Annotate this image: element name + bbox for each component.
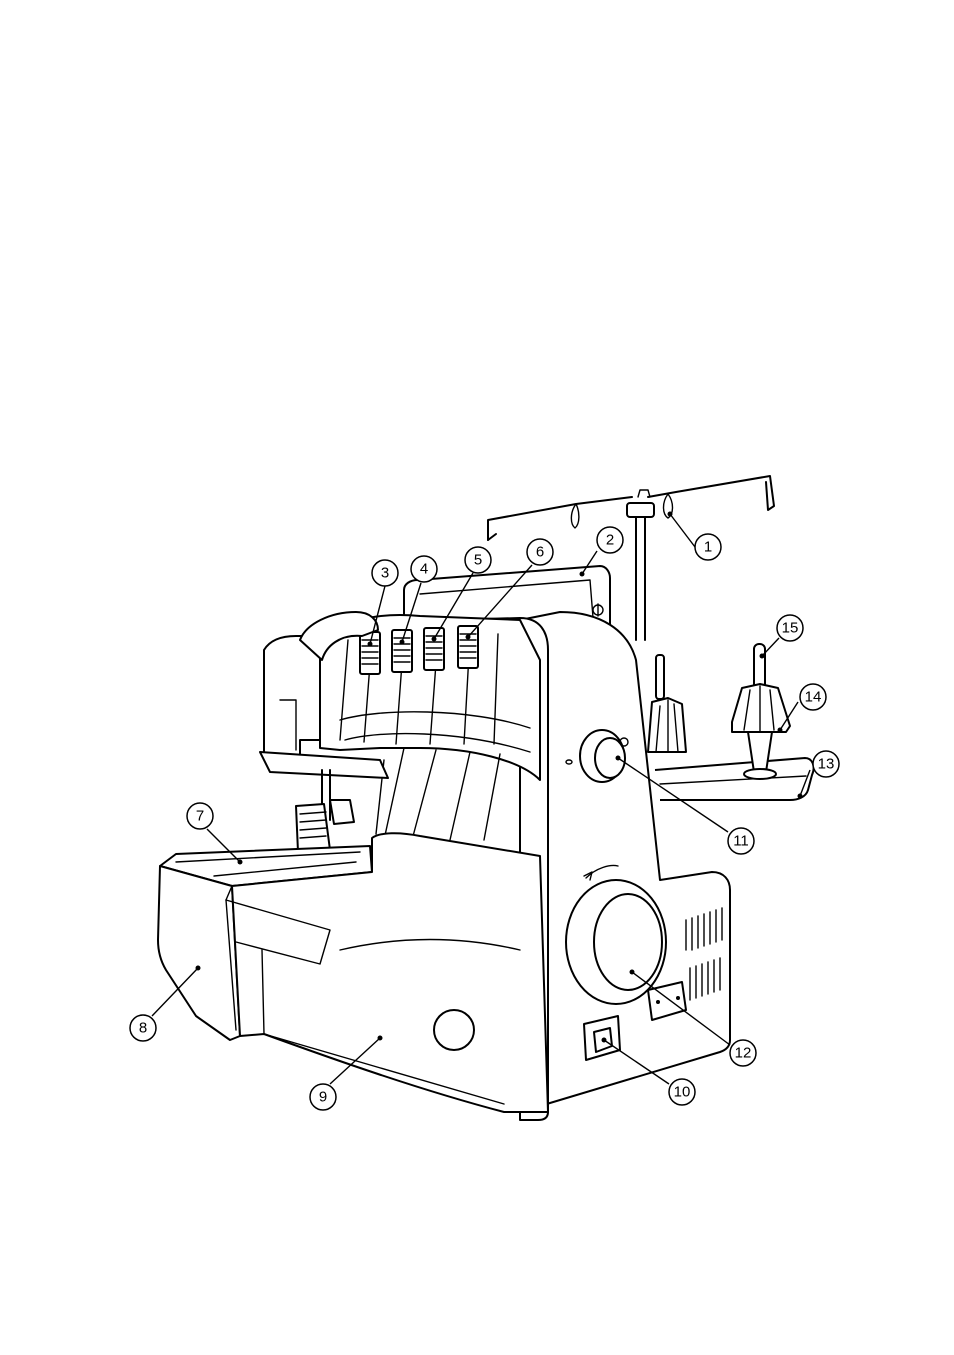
svg-text:15: 15	[782, 620, 799, 637]
callout-6: 6	[527, 539, 553, 565]
spool-stand-base	[655, 758, 814, 800]
callout-10: 10	[669, 1079, 695, 1105]
svg-text:9: 9	[319, 1089, 327, 1106]
svg-text:10: 10	[674, 1084, 691, 1101]
callout-2: 2	[597, 527, 623, 553]
svg-text:5: 5	[474, 552, 482, 569]
svg-text:1: 1	[704, 539, 712, 556]
callout-14: 14	[800, 684, 826, 710]
svg-text:2: 2	[606, 532, 614, 549]
svg-text:8: 8	[139, 1020, 147, 1037]
svg-text:7: 7	[196, 808, 204, 825]
svg-text:14: 14	[805, 689, 822, 706]
callout-12: 12	[730, 1040, 756, 1066]
svg-text:4: 4	[420, 561, 428, 578]
svg-text:13: 13	[818, 756, 835, 773]
svg-text:3: 3	[381, 565, 389, 582]
svg-text:12: 12	[735, 1045, 752, 1062]
svg-text:11: 11	[733, 833, 749, 850]
front-cover	[158, 866, 240, 1040]
callout-15: 15	[777, 615, 803, 641]
callout-4: 4	[411, 556, 437, 582]
callout-7: 7	[187, 803, 213, 829]
callout-13: 13	[813, 751, 839, 777]
callout-9: 9	[310, 1084, 336, 1110]
callout-11: 11	[728, 828, 754, 854]
callout-5: 5	[465, 547, 491, 573]
svg-text:6: 6	[536, 544, 544, 561]
serger-machine-drawing	[158, 476, 814, 1120]
spool-holders	[648, 644, 790, 779]
callout-8: 8	[130, 1015, 156, 1041]
callout-3: 3	[372, 560, 398, 586]
callout-1: 1	[695, 534, 721, 560]
